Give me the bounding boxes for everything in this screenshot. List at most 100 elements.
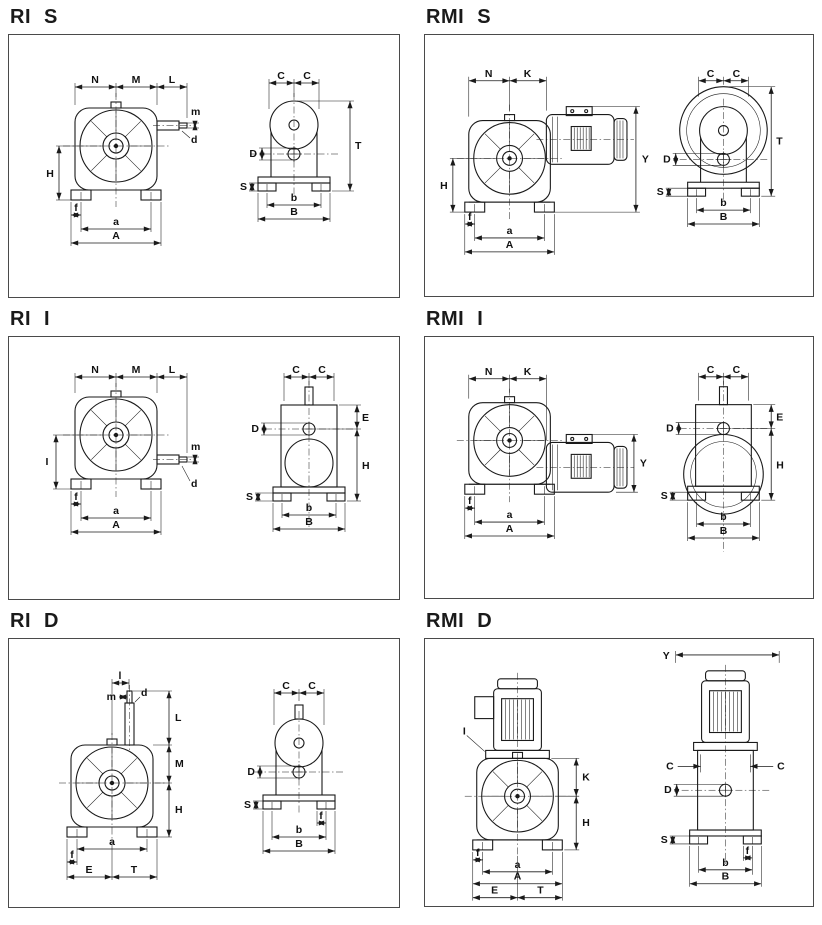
dim-label-I: I (463, 727, 466, 738)
dim-label-Y: Y (640, 458, 647, 469)
panel-title-ri-i: RI I (10, 308, 51, 330)
dim-label-b: b (720, 198, 726, 209)
dim-label-C: C (282, 680, 290, 692)
rmi-s-side-view (456, 104, 634, 221)
dim-label-C: C (292, 364, 300, 376)
dim-label-T: T (776, 136, 783, 147)
rmi-i-side-view (456, 388, 634, 503)
panel-ri-d: RI D l m d (8, 610, 400, 908)
dim-label-K: K (524, 367, 532, 378)
panel-ri-i: RI I N (8, 308, 400, 600)
dim-label-B: B (295, 838, 303, 850)
dim-label-C: C (308, 680, 316, 692)
panel-title-ri-s: RI S (10, 6, 58, 28)
dim-label-C: C (733, 69, 741, 80)
dim-label-S: S (240, 181, 247, 193)
dim-label-L: L (169, 364, 176, 376)
rmi-d-front-dimensions: Y C C D S (661, 651, 785, 887)
ri-i-side-dimensions: N M L m d I (46, 364, 200, 535)
panel-title-rmi-s: RMI S (426, 6, 492, 28)
dim-label-a: a (109, 836, 115, 848)
dim-label-S: S (246, 491, 253, 503)
rmi-d-front-view (681, 664, 770, 864)
dim-label-a: a (507, 226, 513, 237)
panel-title-ri-d: RI D (10, 610, 59, 632)
dim-label-D: D (251, 423, 259, 435)
dim-label-E: E (491, 886, 498, 897)
drawing-rmi-d: I K H f a (463, 651, 785, 901)
dim-label-A: A (506, 524, 514, 535)
dim-label-d: d (141, 687, 147, 699)
dim-label-H: H (582, 818, 590, 829)
dim-label-f: f (468, 496, 472, 507)
dim-label-f: f (319, 810, 323, 822)
panel-rmi-s: RMI S N K (424, 6, 814, 298)
dim-label-f: f (74, 491, 78, 503)
dim-label-f: f (70, 849, 74, 861)
ri-d-front-dimensions: C C D S f (244, 680, 336, 854)
dim-label-C: C (303, 70, 311, 82)
dim-label-B: B (722, 872, 730, 883)
rmi-d-side-view (464, 672, 571, 856)
dim-label-E: E (85, 864, 92, 876)
panel-box-rmi-i: N K Y f a A (424, 336, 814, 599)
dim-label-K: K (582, 772, 590, 783)
dim-label-D: D (666, 424, 674, 435)
drawing-ri-s: N M L m d H (46, 70, 362, 246)
dim-label-B: B (290, 206, 298, 218)
dim-label-a: a (515, 860, 521, 871)
panel-box-ri-i: N M L m d I (8, 336, 400, 600)
ri-s-side-dimensions: N M L m d H (46, 74, 200, 246)
dim-label-B: B (720, 526, 728, 537)
dim-label-N: N (485, 367, 493, 378)
dim-label-C: C (666, 761, 674, 772)
dim-label-H: H (776, 460, 784, 471)
dim-label-b: b (291, 192, 297, 204)
dim-label-S: S (244, 799, 251, 811)
dim-label-D: D (249, 148, 257, 160)
dim-label-b: b (306, 502, 312, 514)
dim-label-M: M (132, 364, 141, 376)
rmi-i-side-dimensions: N K Y f a A (464, 367, 647, 539)
panel-title-rmi-i: RMI I (426, 308, 484, 330)
dim-label-C: C (318, 364, 326, 376)
panel-box-rmi-s: N K Y H f a (424, 34, 814, 297)
dim-label-B: B (305, 516, 313, 528)
ri-s-front-view (249, 92, 339, 198)
dim-label-D: D (663, 154, 671, 165)
rmi-d-side-dimensions: I K H f a (463, 727, 590, 901)
dim-label-I: I (46, 456, 49, 468)
rmi-s-front-view (679, 86, 768, 203)
dim-label-b: b (722, 858, 728, 869)
rmi-i-front-dimensions: C C E H D S (661, 365, 784, 541)
dim-label-C: C (733, 365, 741, 376)
ri-d-front-view (254, 704, 344, 816)
dim-label-A: A (112, 230, 120, 242)
dim-label-f: f (746, 846, 750, 857)
dim-label-H: H (46, 168, 54, 180)
panel-rmi-i: RMI I N K (424, 308, 814, 600)
dim-label-H: H (440, 181, 448, 192)
dim-label-L: L (169, 74, 176, 86)
ri-d-side-dimensions: l m d L M H (66, 670, 184, 880)
panel-ri-s: RI S N (8, 6, 400, 298)
dim-label-S: S (657, 187, 664, 198)
ri-s-side-view (63, 93, 195, 207)
ri-i-front-view (265, 381, 353, 527)
dim-label-T: T (131, 864, 138, 876)
panel-rmi-d: RMI D I K (424, 610, 814, 908)
dim-label-B: B (720, 212, 728, 223)
drawing-ri-d: l m d L M H (59, 670, 344, 880)
dim-label-d: d (191, 478, 197, 490)
dim-label-C: C (277, 70, 285, 82)
dim-label-N: N (91, 74, 99, 86)
dim-label-C: C (707, 69, 715, 80)
dim-label-M: M (132, 74, 141, 86)
dim-label-a: a (113, 216, 119, 228)
dim-label-f: f (468, 212, 472, 223)
dim-label-E: E (776, 413, 783, 424)
rmi-s-side-dimensions: N K Y H f a (440, 69, 649, 255)
drawing-ri-i: N M L m d I (46, 364, 370, 535)
panel-box-rmi-d: I K H f a (424, 638, 814, 907)
